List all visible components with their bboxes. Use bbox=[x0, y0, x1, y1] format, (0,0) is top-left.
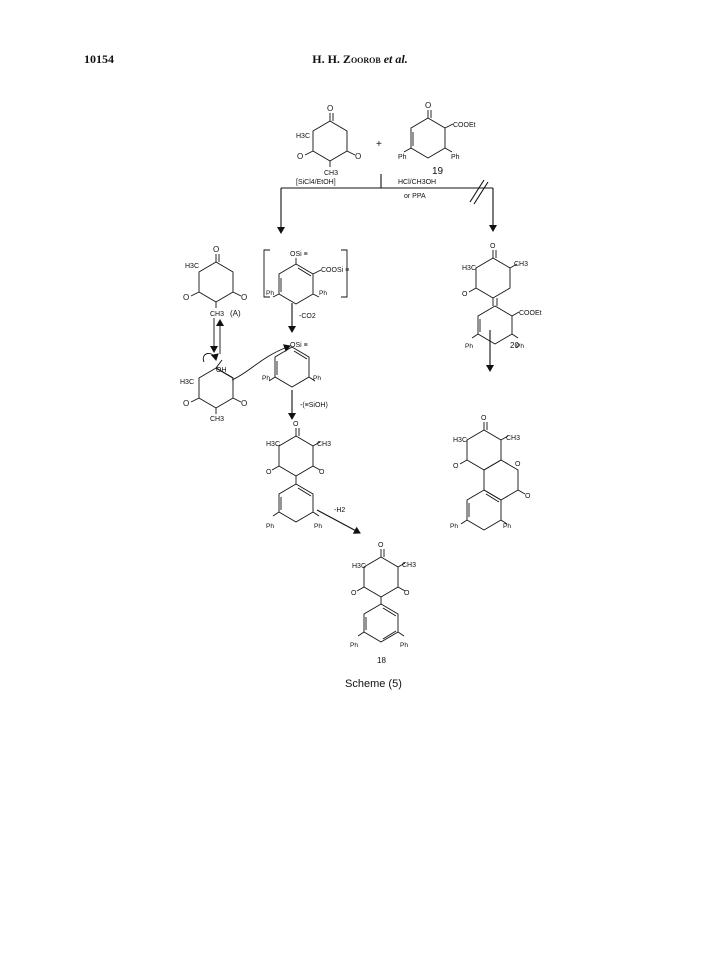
atom-cooet: COOEt bbox=[453, 122, 476, 129]
atom-o: O bbox=[327, 104, 333, 113]
atom-o: O bbox=[241, 293, 247, 302]
atom-o: O bbox=[213, 245, 219, 254]
atom-ph: Ph bbox=[350, 642, 358, 649]
curved-arrow-nucleophilic-attack bbox=[231, 344, 291, 381]
atom-ch3: CH3 bbox=[402, 562, 416, 569]
atom-o: O bbox=[462, 291, 468, 298]
branch-arrows bbox=[277, 174, 497, 234]
atom-o: O bbox=[425, 101, 431, 110]
atom-o: O bbox=[293, 421, 299, 428]
condition-hcl-ch3oh: HCl/CH3OH bbox=[398, 179, 436, 186]
atom-ch3: CH3 bbox=[317, 441, 331, 448]
atom-ch3: CH3 bbox=[506, 435, 520, 442]
atom-ph: Ph bbox=[516, 343, 524, 350]
arrow-dehydrogenation bbox=[316, 509, 361, 534]
dimethylbarbituric-acid-top: O O O H3C CH3 bbox=[296, 104, 361, 177]
atom-h3c: H3C bbox=[185, 263, 199, 270]
atom-cooet: COOEt bbox=[519, 310, 542, 317]
atom-osi: OSi ≡ bbox=[290, 342, 308, 349]
atom-ch3: CH3 bbox=[210, 311, 224, 318]
atom-o: O bbox=[378, 542, 384, 549]
atom-h3c: H3C bbox=[462, 265, 476, 272]
atom-ph: Ph bbox=[451, 154, 460, 161]
atom-o: O bbox=[183, 399, 189, 408]
condition-minus-co2: -CO2 bbox=[299, 313, 316, 320]
tautomer-equilibrium-arrows bbox=[210, 318, 224, 354]
atom-o: O bbox=[297, 152, 303, 161]
atom-ph: Ph bbox=[465, 343, 473, 350]
condition-sicl4-etoh: [SiCl4/EtOH] bbox=[296, 179, 336, 186]
atom-o: O bbox=[481, 415, 487, 422]
label-compound-19: 19 bbox=[432, 166, 444, 177]
label-compound-18: 18 bbox=[377, 656, 386, 665]
atom-ph: Ph bbox=[266, 523, 274, 530]
label-compound-20: 20 bbox=[510, 341, 519, 350]
atom-ph: Ph bbox=[450, 523, 458, 530]
condition-minus-siloh: -(≡SiOH) bbox=[300, 402, 328, 409]
atom-h3c: H3C bbox=[352, 563, 366, 570]
compound-19-structure: O COOEt Ph Ph bbox=[398, 101, 476, 161]
atom-osi: OSi ≡ bbox=[290, 251, 308, 258]
compound-18-structure: O H3C CH3 O O Ph Ph bbox=[350, 542, 416, 649]
atom-o: O bbox=[355, 152, 361, 161]
atom-o: O bbox=[266, 469, 272, 476]
atom-h3c: H3C bbox=[453, 437, 467, 444]
atom-o: O bbox=[183, 293, 189, 302]
enol-tautomer: OH O O H3C CH3 bbox=[180, 353, 247, 423]
atom-ph: Ph bbox=[313, 375, 321, 382]
atom-ph: Ph bbox=[503, 523, 511, 530]
atom-o: O bbox=[490, 243, 496, 250]
atom-ch3: CH3 bbox=[210, 416, 224, 423]
atom-o: O bbox=[404, 590, 410, 597]
atom-h3c: H3C bbox=[180, 379, 194, 386]
atom-ph: Ph bbox=[314, 523, 322, 530]
condition-ppa: or PPA bbox=[404, 193, 426, 200]
atom-ph: Ph bbox=[319, 290, 327, 297]
atom-h3c: H3C bbox=[266, 441, 280, 448]
atom-o: O bbox=[515, 461, 521, 468]
running-header: H. H. Zoorob et al. bbox=[0, 52, 720, 67]
plus-sign: + bbox=[376, 139, 382, 150]
silyl-ester-intermediate: OSi ≡ COOSi ≡ Ph Ph bbox=[263, 249, 349, 305]
fused-lactone-product: O H3C CH3 O O O Ph Ph bbox=[450, 415, 531, 531]
atom-ph: Ph bbox=[400, 642, 408, 649]
condition-minus-h2: -H2 bbox=[334, 507, 345, 514]
scheme-caption: Scheme (5) bbox=[345, 678, 402, 690]
atom-coosi: COOSi ≡ bbox=[321, 267, 349, 274]
atom-o: O bbox=[241, 399, 247, 408]
label-intermediate-a: (A) bbox=[230, 309, 241, 318]
header-et-al: et al. bbox=[383, 52, 408, 66]
header-authors: H. H. Zoorob bbox=[312, 52, 381, 66]
atom-o: O bbox=[351, 590, 357, 597]
atom-ch3: CH3 bbox=[514, 261, 528, 268]
atom-ph: Ph bbox=[266, 290, 274, 297]
silyl-dienol-ether: OSi ≡ Ph Ph bbox=[262, 342, 321, 388]
atom-o: O bbox=[525, 493, 531, 500]
atom-ph: Ph bbox=[398, 154, 407, 161]
atom-h3c: H3C bbox=[296, 133, 310, 140]
atom-o: O bbox=[319, 469, 325, 476]
page-number: 10154 bbox=[84, 52, 114, 66]
atom-ph: Ph bbox=[262, 375, 270, 382]
dimethylbarbituric-acid-a: O O O H3C CH3 bbox=[183, 245, 247, 318]
atom-ch3: CH3 bbox=[324, 170, 338, 177]
atom-oh: OH bbox=[216, 367, 227, 374]
atom-o: O bbox=[453, 463, 459, 470]
compound-20-structure: O H3C CH3 O COOEt Ph Ph bbox=[462, 243, 542, 350]
dihydro-adduct: O H3C CH3 O O Ph Ph bbox=[266, 421, 331, 530]
